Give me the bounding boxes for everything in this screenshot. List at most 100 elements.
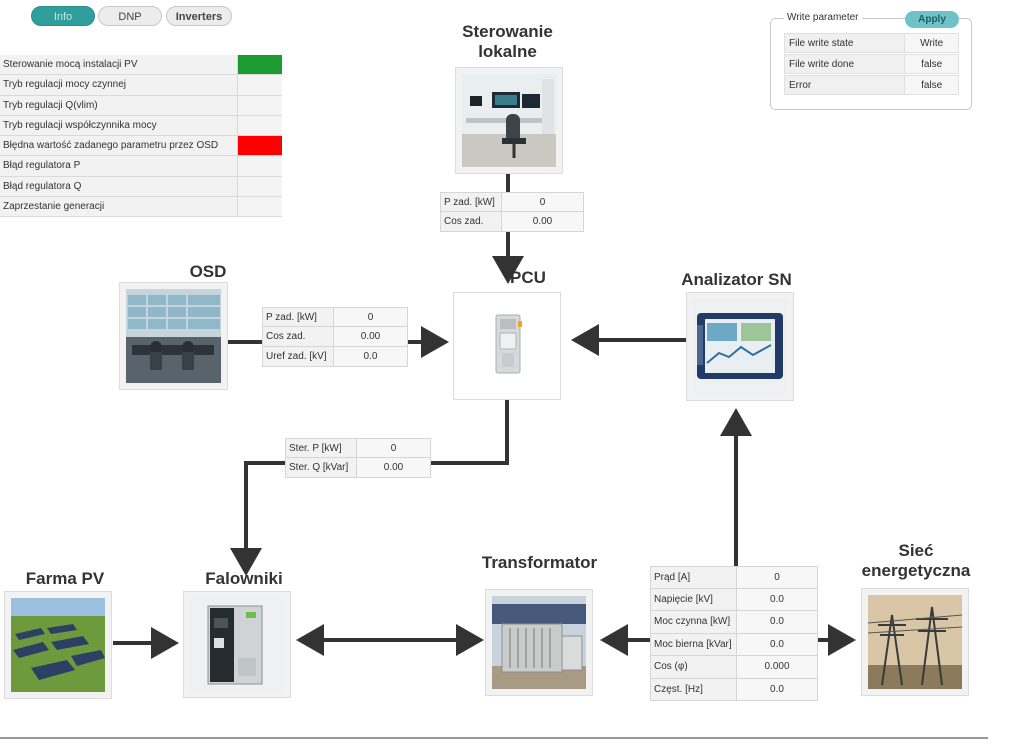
table-row: Uref zad. [kV]0.0	[262, 347, 408, 367]
table-row: Ster. Q [kVar]0.00	[285, 458, 431, 478]
table-row: Napięcie [kV]0.0	[650, 588, 818, 611]
status-row: Zaprzestanie generacji	[0, 196, 282, 217]
sterowanie-table: P zad. [kW]0 Cos zad.0.00	[440, 192, 584, 232]
table-key: Cos (φ)	[650, 656, 737, 679]
table-key: P zad. [kW]	[262, 307, 334, 327]
status-indicator	[237, 75, 282, 95]
tab-inverters[interactable]: Inverters	[166, 6, 232, 26]
table-row: Prąd [A]0	[650, 566, 818, 589]
write-param-value: Write	[905, 33, 959, 53]
siec-image[interactable]	[861, 588, 969, 696]
table-row: Moc bierna [kVar]0.0	[650, 633, 818, 656]
status-label: Zaprzestanie generacji	[0, 196, 237, 216]
inverter-cabinet-photo	[190, 598, 284, 691]
node-title-falowniki: Falowniki	[205, 569, 283, 588]
measurement-table: Prąd [A]0 Napięcie [kV]0.0 Moc czynna [k…	[650, 566, 818, 701]
analizator-image[interactable]	[686, 292, 794, 401]
osd-table: P zad. [kW]0 Cos zad.0.00 Uref zad. [kV]…	[262, 307, 408, 367]
status-row: Tryb regulacji mocy czynnej	[0, 75, 282, 96]
transformator-image[interactable]	[485, 589, 593, 696]
table-key: Moc bierna [kVar]	[650, 633, 737, 656]
node-title-line: Sterowanie	[462, 22, 553, 41]
status-row: Tryb regulacji Q(vlim)	[0, 95, 282, 116]
status-row: Błąd regulatora P	[0, 156, 282, 177]
apply-button[interactable]: Apply	[905, 11, 959, 28]
status-label: Błędna wartość zadanego parametru przez …	[0, 136, 237, 156]
node-title-farma: Farma PV	[25, 569, 105, 588]
table-value: 0.00	[357, 458, 431, 478]
table-value: 0.000	[737, 656, 818, 679]
status-row: Błędna wartość zadanego parametru przez …	[0, 136, 282, 157]
table-key: Moc czynna [kW]	[650, 611, 737, 634]
node-title-siec: Sieć energetyczna	[848, 541, 984, 581]
write-param-key: File write state	[784, 33, 906, 53]
status-label: Tryb regulacji Q(vlim)	[0, 95, 237, 115]
status-label: Błąd regulatora P	[0, 156, 237, 176]
arrow-pcu-falowniki	[230, 398, 509, 576]
table-value: 0.0	[737, 611, 818, 634]
table-key: Cos zad.	[262, 327, 334, 347]
tab-dnp[interactable]: DNP	[98, 6, 162, 26]
node-title-osd: OSD	[189, 262, 227, 281]
table-key: Ster. Q [kVar]	[285, 458, 357, 478]
write-param-value: false	[905, 75, 959, 95]
write-param-key: File write done	[784, 54, 906, 74]
table-row: Moc czynna [kW]0.0	[650, 611, 818, 634]
status-label: Błąd regulatora Q	[0, 176, 237, 196]
write-parameter-group	[770, 18, 972, 110]
table-row: P zad. [kW]0	[440, 192, 584, 212]
table-row: Cos zad.0.00	[440, 212, 584, 232]
din-rail-controller-photo	[460, 299, 554, 393]
node-title-analizator: Analizator SN	[681, 270, 792, 289]
osd-image[interactable]	[119, 282, 228, 390]
status-indicator	[237, 176, 282, 196]
ster-table: Ster. P [kW]0 Ster. Q [kVar]0.00	[285, 438, 431, 478]
node-title-transformator: Transformator	[481, 553, 598, 572]
divider	[0, 737, 988, 739]
table-row: Cos zad.0.00	[262, 327, 408, 347]
node-title-line: Sieć	[898, 541, 934, 560]
status-indicator	[237, 136, 282, 156]
transformer-photo	[492, 596, 586, 689]
solar-farm-photo	[11, 598, 105, 692]
write-param-value: false	[905, 54, 959, 74]
table-row: P zad. [kW]0	[262, 307, 408, 327]
status-indicator	[237, 115, 282, 135]
office-workstation-photo	[462, 74, 556, 167]
table-value: 0.0	[737, 678, 818, 701]
status-row: Błąd regulatora Q	[0, 176, 282, 197]
control-room-photo	[126, 289, 221, 383]
write-param-row: File write done false	[784, 54, 959, 74]
write-param-row: File write state Write	[784, 33, 959, 53]
write-parameter-title: Write parameter	[784, 12, 862, 23]
pcu-image[interactable]	[453, 292, 561, 400]
sterowanie-image[interactable]	[455, 67, 563, 174]
table-value: 0	[502, 192, 584, 212]
write-param-key: Error	[784, 75, 906, 95]
table-key: Uref zad. [kV]	[262, 347, 334, 367]
table-key: Ster. P [kW]	[285, 438, 357, 458]
table-key: Napięcie [kV]	[650, 588, 737, 611]
status-row: Sterowanie mocą instalacji PV	[0, 55, 282, 76]
table-value: 0.00	[502, 212, 584, 232]
table-value: 0.0	[334, 347, 408, 367]
table-value: 0	[737, 566, 818, 589]
table-value: 0.0	[737, 633, 818, 656]
status-indicator	[237, 156, 282, 176]
tab-info[interactable]: Info	[31, 6, 95, 26]
status-indicator	[237, 196, 282, 216]
table-key: Prąd [A]	[650, 566, 737, 589]
node-title-sterowanie: Sterowanie lokalne	[445, 22, 570, 62]
table-row: Cos (φ)0.000	[650, 656, 818, 679]
status-label: Sterowanie mocą instalacji PV	[0, 55, 237, 75]
table-value: 0	[334, 307, 408, 327]
farma-image[interactable]	[4, 591, 112, 699]
power-pylons-photo	[868, 595, 962, 689]
table-row: Częst. [Hz]0.0	[650, 678, 818, 701]
node-title-line: lokalne	[478, 42, 537, 61]
table-value: 0	[357, 438, 431, 458]
node-title-pcu: PCU	[510, 268, 546, 287]
falowniki-image[interactable]	[183, 591, 291, 698]
table-key: Częst. [Hz]	[650, 678, 737, 701]
